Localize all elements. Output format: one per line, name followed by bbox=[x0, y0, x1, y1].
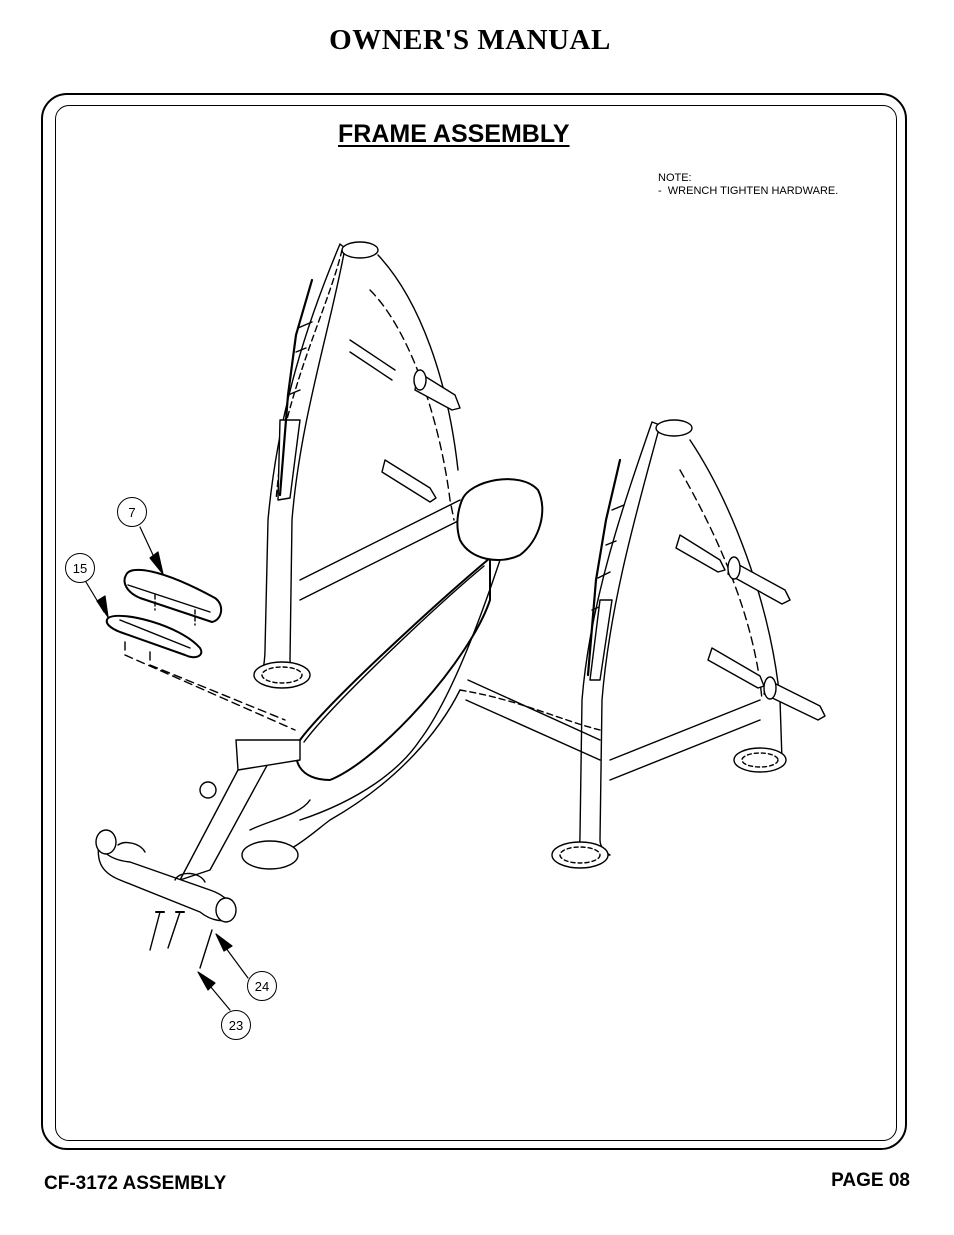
section-title: FRAME ASSEMBLY bbox=[338, 120, 570, 148]
part-7-seat-pad bbox=[123, 568, 223, 623]
callout-24: 24 bbox=[247, 971, 277, 1001]
right-weight-pegs bbox=[675, 534, 826, 721]
right-upright bbox=[551, 419, 787, 869]
cross-members bbox=[299, 499, 761, 781]
model-assembly-label: CF-3172 ASSEMBLY bbox=[44, 1173, 227, 1194]
page-frame-inner bbox=[55, 105, 897, 1141]
assembly-note: NOTE: - WRENCH TIGHTEN HARDWARE. bbox=[658, 172, 839, 197]
left-upright bbox=[253, 241, 459, 689]
callout-leaders bbox=[85, 526, 249, 1011]
left-weight-pegs bbox=[349, 339, 461, 503]
callout-23: 23 bbox=[221, 1010, 251, 1040]
part-15-seat-frame bbox=[105, 594, 296, 731]
hardware-bolts bbox=[149, 911, 213, 969]
front-leg bbox=[95, 739, 311, 923]
page-frame-outer bbox=[41, 93, 907, 1150]
manual-title: OWNER'S MANUAL bbox=[329, 24, 611, 56]
callout-7: 7 bbox=[117, 497, 147, 527]
back-pad bbox=[259, 478, 544, 861]
callout-15: 15 bbox=[65, 553, 95, 583]
page-number: PAGE 08 bbox=[831, 1170, 910, 1191]
